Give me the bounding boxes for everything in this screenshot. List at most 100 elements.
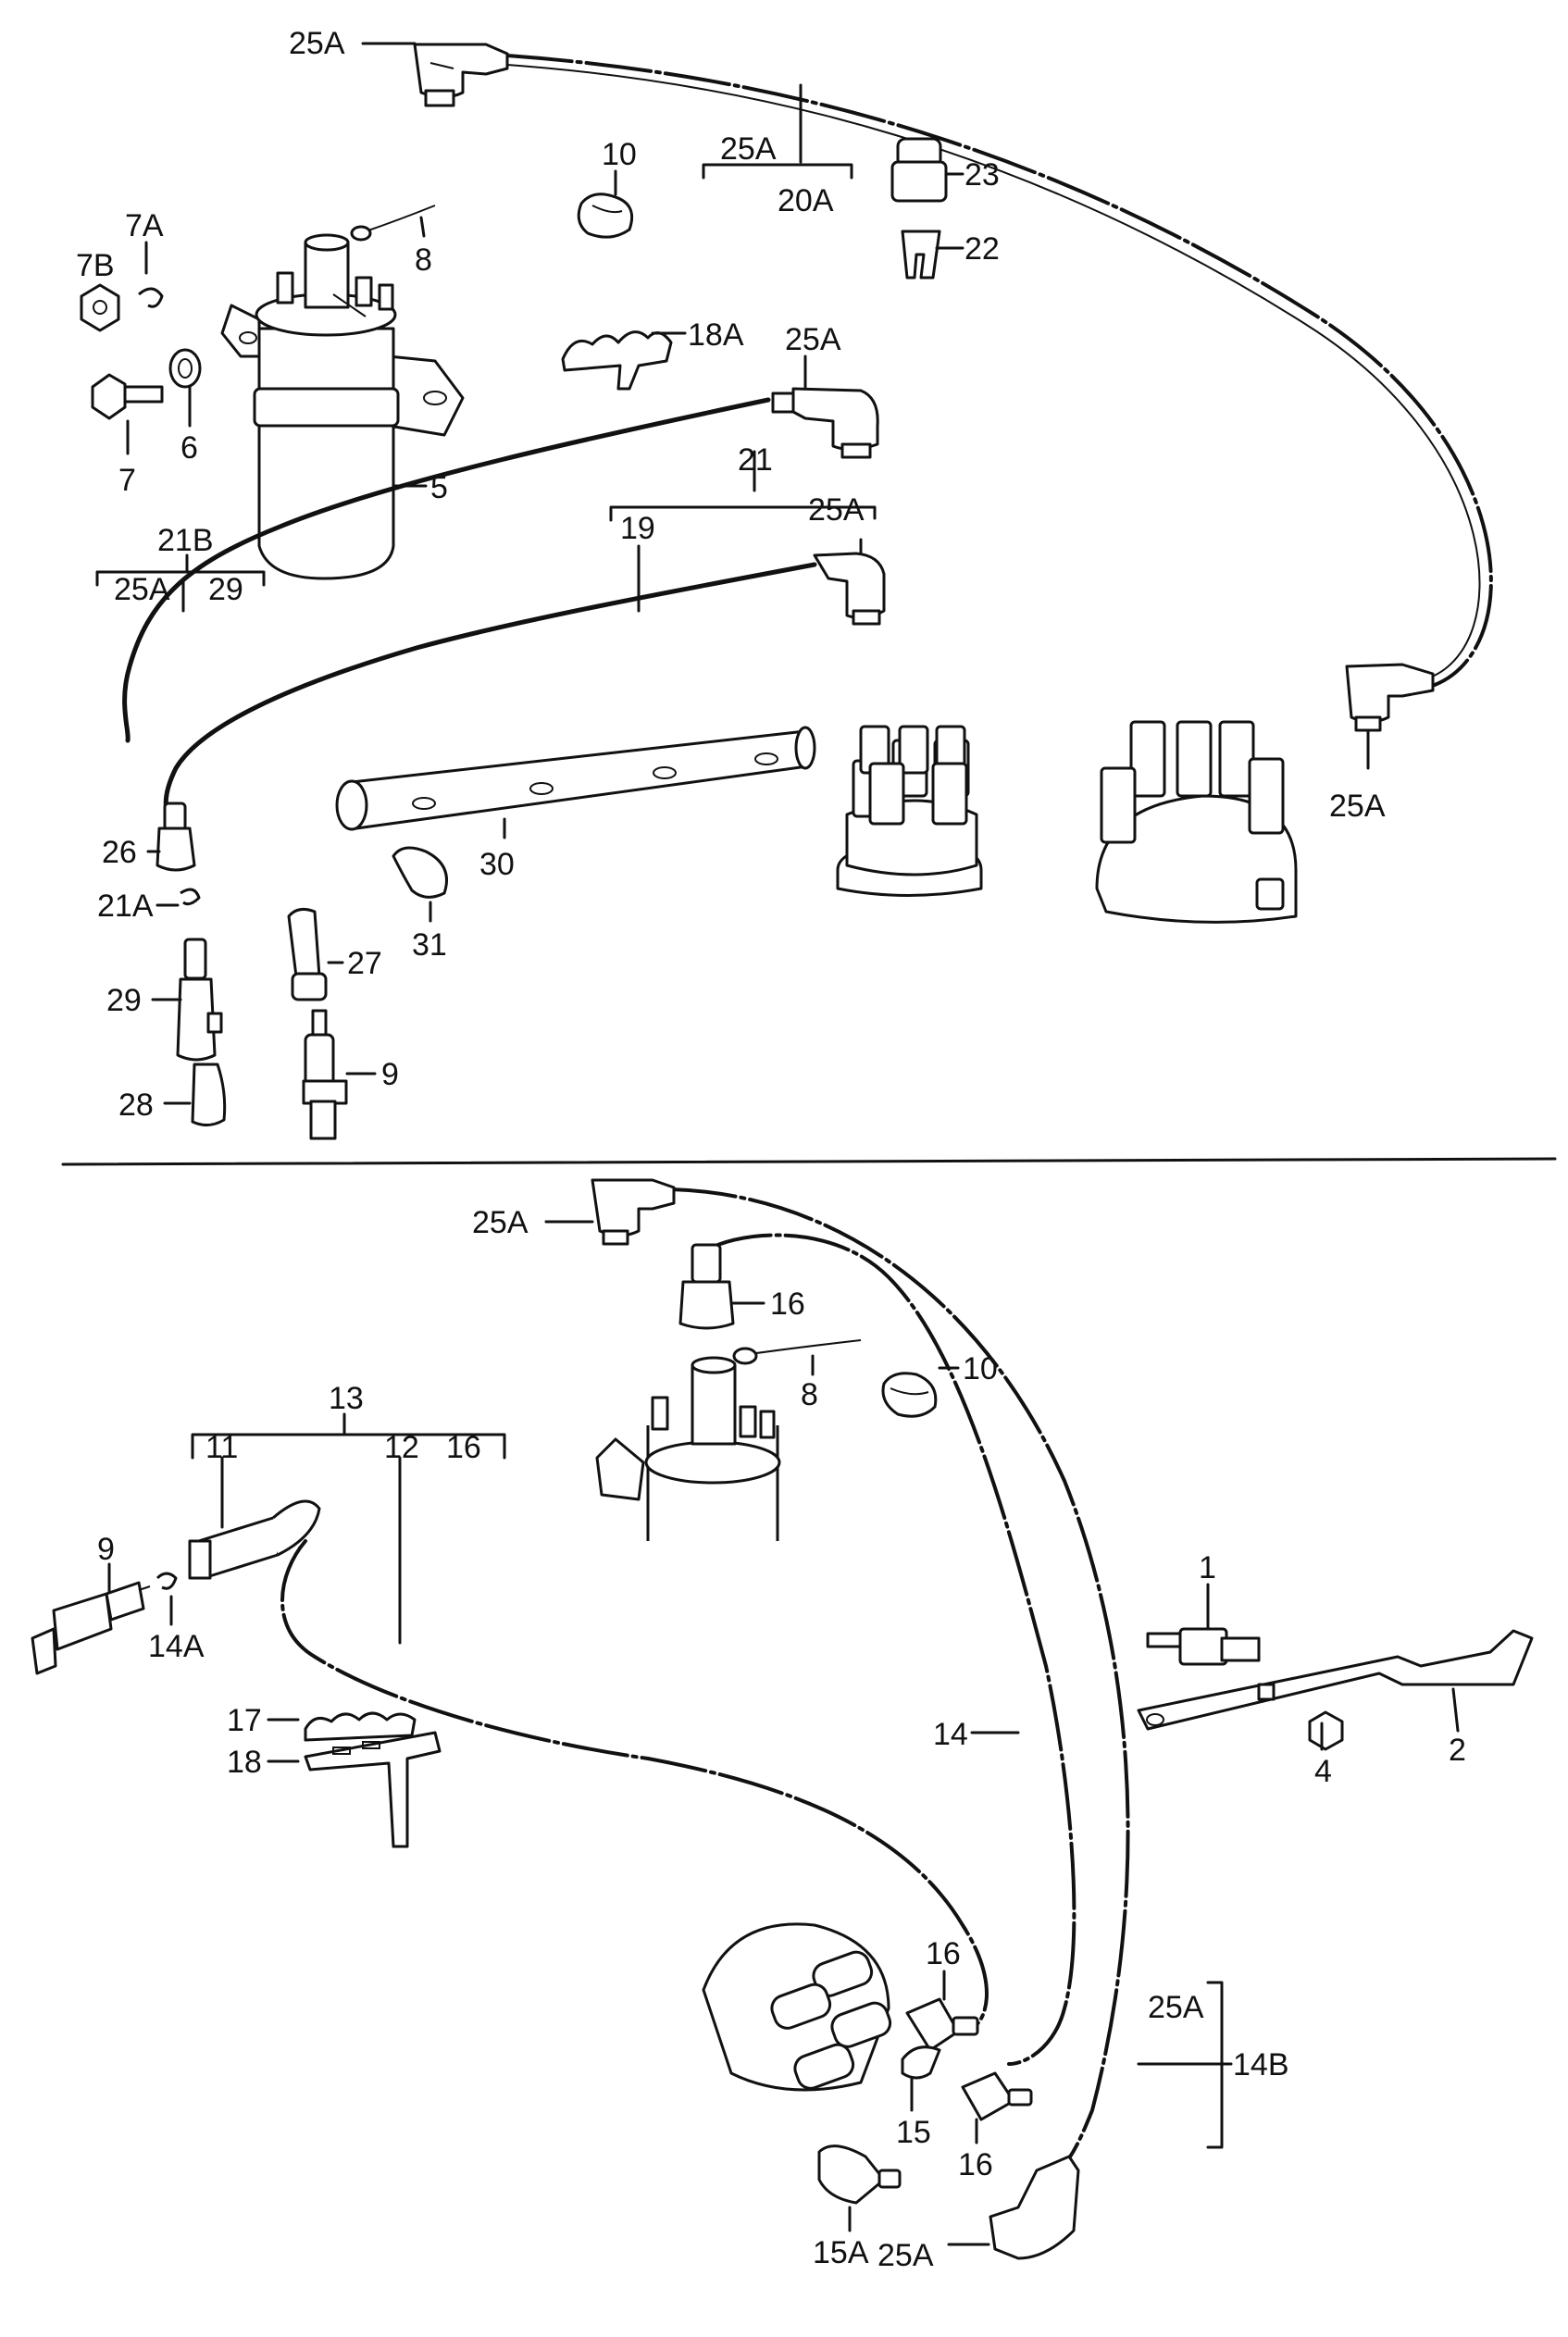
label-10-bottom: 10 (963, 1351, 998, 1386)
part-10-clip-top (577, 193, 634, 239)
part-8-ground-strap-bottom (732, 1339, 862, 1365)
label-25a-mid1: 25A (785, 322, 841, 357)
label-25a-bottom1: 25A (472, 1205, 529, 1240)
label-9-top: 9 (381, 1057, 399, 1092)
label-25a-21b: 25A (114, 572, 170, 607)
part-11-connector (188, 1499, 321, 1580)
part-10-clip-bottom (881, 1372, 938, 1418)
part-2-bracket (1137, 1629, 1534, 1731)
part-5-ignition-coil (220, 233, 465, 580)
label-18: 18 (227, 1745, 262, 1780)
label-26: 26 (102, 835, 137, 870)
label-12: 12 (384, 1430, 419, 1465)
part-7-bolt (91, 373, 164, 420)
label-14b: 14B (1233, 2047, 1289, 2082)
part-7a-washer (138, 287, 164, 308)
spark-plug-connector-mid2 (813, 552, 886, 626)
label-2: 2 (1449, 1733, 1466, 1768)
spark-plug-connector-mid1 (771, 387, 879, 459)
label-21: 21 (738, 442, 773, 478)
label-18a: 18A (688, 317, 744, 353)
part-14a-clip (156, 1572, 178, 1590)
label-14: 14 (933, 1717, 968, 1752)
label-19: 19 (620, 511, 655, 546)
label-8-bottom: 8 (801, 1377, 818, 1412)
cable-21b (122, 397, 771, 743)
label-17: 17 (227, 1703, 262, 1738)
bracket-21b (95, 570, 266, 587)
part-23-boot (890, 137, 948, 203)
part-17-holder (304, 1711, 417, 1742)
distributor-cap-right (1095, 720, 1298, 924)
label-13: 13 (329, 1381, 364, 1416)
label-21a: 21A (97, 889, 154, 924)
part-15a-suppressor (817, 2144, 902, 2205)
label-5: 5 (430, 470, 448, 505)
part-18a-holder (561, 330, 673, 391)
ignition-cable-long (505, 54, 1493, 687)
spark-plug-connector-bottom2 (989, 2155, 1080, 2260)
part-30-tube (335, 726, 816, 831)
label-10-top: 10 (602, 137, 637, 172)
spark-plug-connector-top (413, 43, 509, 107)
part-16-connector-d (961, 2071, 1033, 2121)
label-14a: 14A (148, 1629, 205, 1664)
part-4-nut (1308, 1710, 1344, 1751)
label-4: 4 (1314, 1754, 1332, 1789)
bracket-20a (702, 163, 853, 180)
label-27: 27 (347, 946, 382, 981)
label-7a: 7A (125, 208, 164, 243)
label-6: 6 (180, 430, 198, 466)
section-divider (61, 1157, 1557, 1166)
label-23: 23 (964, 157, 1000, 193)
label-25a-right: 25A (1329, 789, 1386, 824)
label-15a: 15A (813, 2235, 869, 2270)
part-27-boot (287, 907, 328, 1001)
part-1-plug (1146, 1627, 1261, 1666)
ignition-cable-long-inner (506, 64, 1481, 678)
label-25a-top: 25A (289, 26, 345, 61)
part-16-connector-c (905, 1997, 979, 2052)
part-21a-clip (180, 888, 201, 906)
label-25a-mid2: 25A (808, 492, 865, 528)
label-16-a: 16 (770, 1287, 805, 1322)
part-15-clip (901, 2045, 941, 2080)
label-16-d: 16 (958, 2147, 993, 2182)
label-7: 7 (118, 463, 136, 498)
part-22-clip (901, 230, 941, 280)
distributor-cap-bottom (702, 1922, 892, 2092)
bracket-13 (191, 1433, 506, 1460)
spark-plug-connector-bottom1 (591, 1178, 676, 1246)
label-20a: 20A (778, 183, 834, 218)
spark-plug-connector-right (1345, 663, 1435, 732)
label-25a-bottom2: 25A (877, 2238, 934, 2273)
label-29: 29 (106, 983, 142, 1018)
label-29-21b: 29 (208, 572, 243, 607)
part-28-cap (191, 1063, 227, 1126)
label-25a-14b: 25A (1148, 1990, 1204, 2025)
label-1: 1 (1199, 1550, 1216, 1585)
bracket-14b (1206, 1981, 1233, 2149)
part-6-washer (168, 348, 202, 389)
label-30: 30 (479, 847, 515, 882)
part-9-spark-plug-top (302, 1009, 348, 1140)
part-9-spark-plug-bottom (31, 1581, 151, 1675)
label-7b: 7B (76, 248, 115, 283)
ignition-cable-14b (669, 1187, 1130, 2168)
part-7b-nut (80, 283, 120, 332)
callout-labels: 25A 25A 20A 23 22 10 8 7A 7B 7 6 5 18A 2… (76, 26, 1466, 2273)
part-8-ground-strap-top (350, 205, 436, 242)
label-8-top: 8 (415, 242, 432, 278)
part-16-connector-a (678, 1243, 735, 1330)
label-15: 15 (896, 2115, 931, 2150)
part-31-clip (392, 846, 448, 899)
cable-14 (706, 1233, 1076, 2066)
label-25a-20a: 25A (720, 131, 777, 167)
bracket-21 (609, 505, 877, 522)
label-22: 22 (964, 231, 1000, 267)
cable-19 (163, 562, 817, 817)
label-31: 31 (412, 927, 447, 963)
label-11: 11 (205, 1430, 238, 1465)
label-9-bottom: 9 (97, 1532, 115, 1567)
